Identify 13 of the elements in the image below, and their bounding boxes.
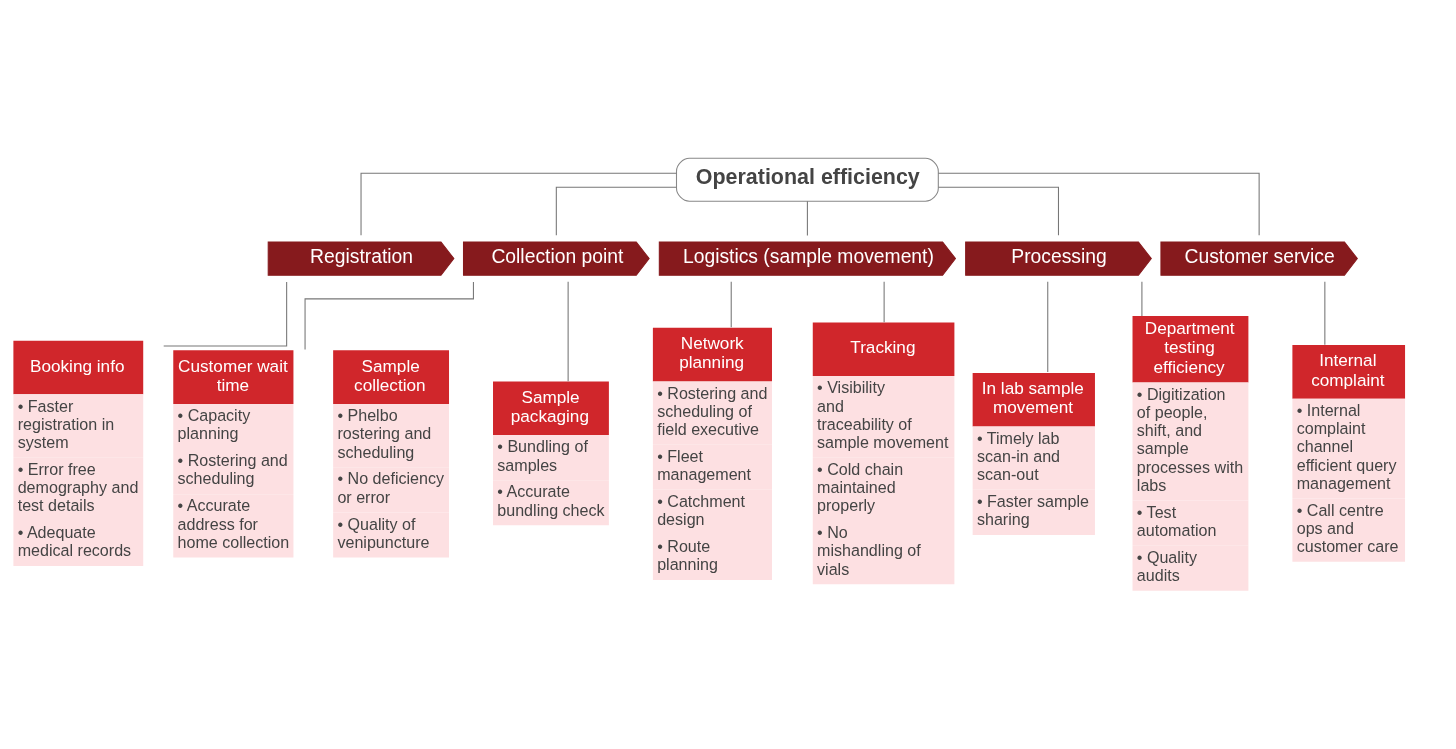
connector [937, 186, 1059, 236]
connector [1141, 281, 1143, 317]
connector [806, 200, 808, 236]
connector [163, 281, 288, 347]
connector [1047, 281, 1049, 373]
connector [360, 172, 678, 236]
connector [555, 186, 677, 236]
node-box: Operational efficiency [675, 157, 939, 202]
connector [937, 172, 1260, 236]
connector [1324, 281, 1326, 346]
connector [567, 281, 569, 382]
connector [883, 281, 885, 323]
connector [730, 281, 732, 328]
